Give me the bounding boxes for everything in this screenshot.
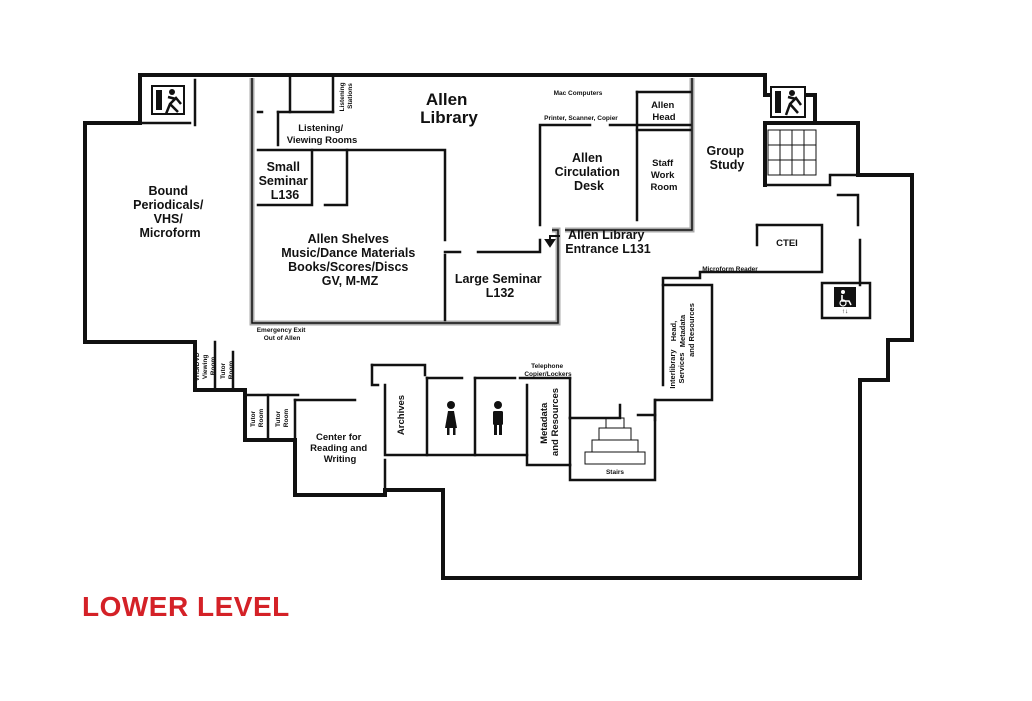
women-restroom-icon xyxy=(445,401,457,435)
large-seminar-label: Large Seminar L132 xyxy=(455,272,545,300)
circulation-desk-label: Allen Circulation Desk xyxy=(555,151,624,193)
vhs-dvd-label: VHS/DVD Viewing Room xyxy=(194,351,217,382)
head-metadata-label: Head, Metadata and Resources xyxy=(669,303,696,357)
interior-walls xyxy=(138,76,914,497)
interlibrary-label: Interlibrary Services xyxy=(668,347,686,388)
exit-sign-icon xyxy=(151,85,185,115)
stairs-label: Stairs xyxy=(606,469,624,476)
tutor-room-label: Tutor Room xyxy=(220,361,235,380)
ctei-label: CTEI xyxy=(776,238,798,249)
lower-stairs-icon xyxy=(584,417,646,465)
building-walls xyxy=(83,73,914,580)
men-restroom-icon xyxy=(493,401,503,435)
metadata-resources-label: Metadata and Resources xyxy=(539,388,561,456)
listening-viewing-label: Listening/ Viewing Rooms xyxy=(287,123,358,146)
bound-periodicals-label: Bound Periodicals/ VHS/ Microform xyxy=(133,184,207,240)
allen-entrance-label: Allen Library Entrance L131 xyxy=(565,228,651,256)
microform-reader-label: Microform Reader xyxy=(702,266,758,273)
printer-scanner-label: Printer, Scanner, Copier xyxy=(544,115,618,122)
emergency-exit-label: Emergency Exit Out of Allen xyxy=(257,327,308,342)
arrow-icon xyxy=(544,235,560,248)
level-title: LOWER LEVEL xyxy=(82,591,290,622)
allen-library-label: Allen Library xyxy=(420,90,478,127)
stairs-icon xyxy=(767,129,817,176)
tutor-room-label: Tutor Room xyxy=(250,409,265,428)
wheelchair-elevator-icon: ↑↓ xyxy=(834,287,856,315)
allen-shelves-label: Allen Shelves Music/Dance Materials Book… xyxy=(281,232,419,288)
svg-text:↑↓: ↑↓ xyxy=(842,308,849,315)
telephone-label: Telephone Copier/Lockers xyxy=(524,363,572,378)
group-study-label: Group Study xyxy=(707,144,748,172)
small-seminar-label: Small Seminar L136 xyxy=(259,160,312,202)
staff-work-room-label: Staff Work Room xyxy=(651,158,678,193)
exit-sign-icon xyxy=(770,86,806,118)
listening-stations-label: Listening Stations xyxy=(339,81,354,112)
allen-head-label: Allen Head xyxy=(651,100,677,123)
mac-computers-label: Mac Computers xyxy=(554,90,603,97)
allen-library-enclosure xyxy=(249,78,695,326)
archives-label: Archives xyxy=(396,395,407,435)
tutor-room-label: Tutor Room xyxy=(275,409,290,428)
center-reading-writing-label: Center for Reading and Writing xyxy=(310,432,370,465)
